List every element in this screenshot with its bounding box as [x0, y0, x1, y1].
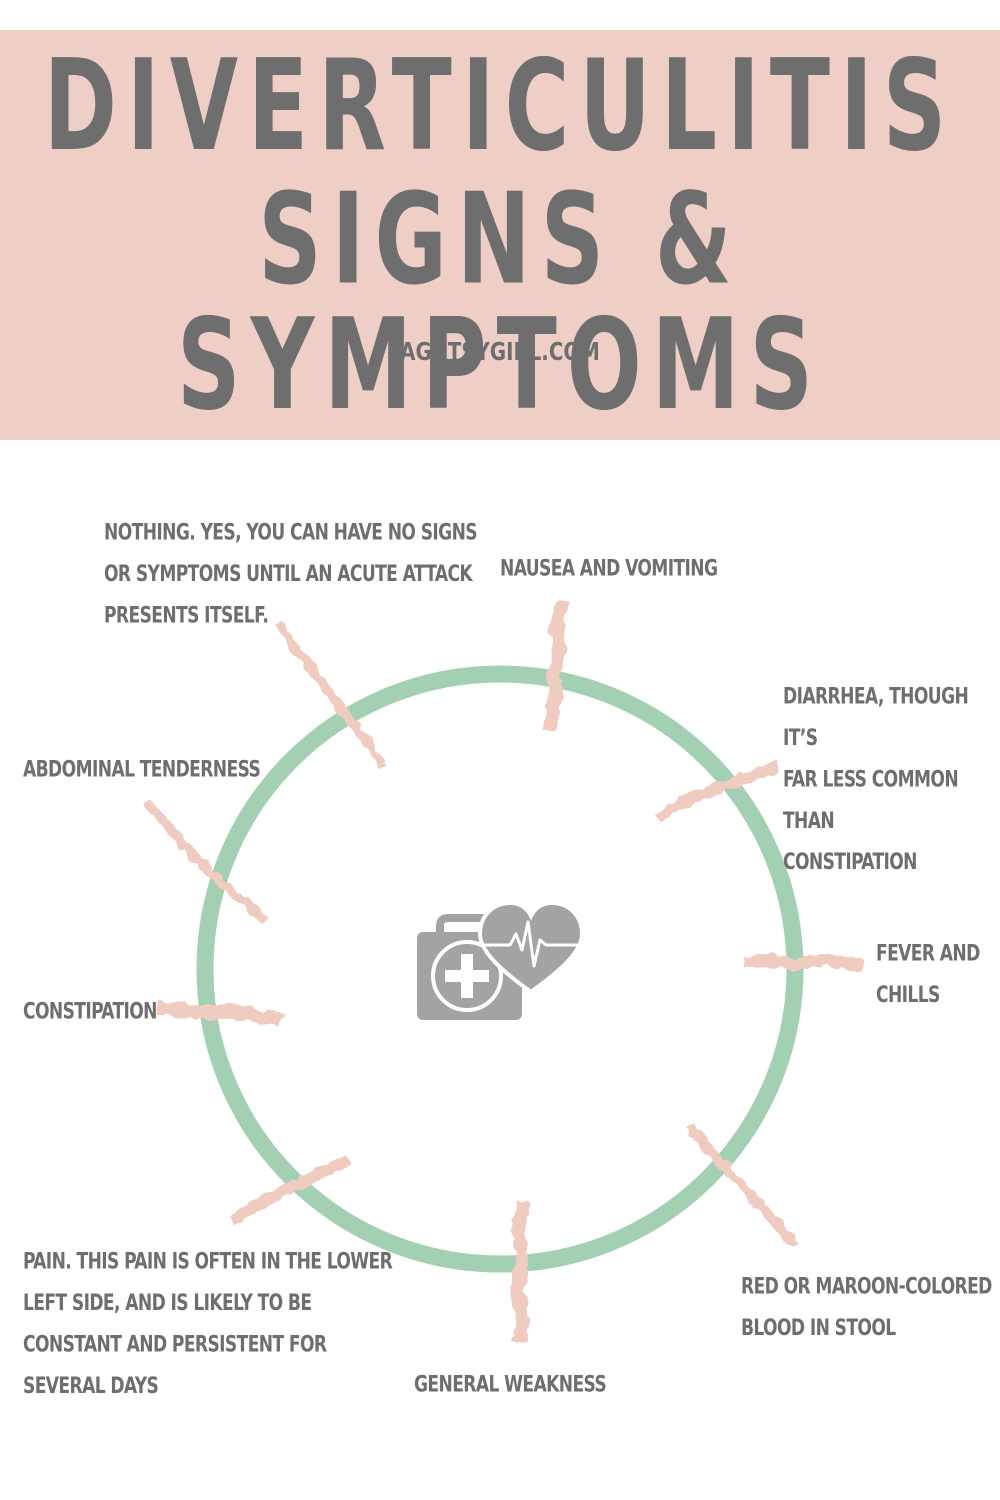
symptom-abdominal-tenderness: ABDOMINAL TENDERNESS — [23, 757, 261, 783]
crack-pain — [228, 1156, 351, 1225]
symptom-pain: PAIN. THIS PAIN IS OFTEN IN THE LOWER LE… — [23, 1249, 393, 1399]
site-url: AGUTSYGIRL.COM — [400, 338, 600, 367]
symptom-nausea: NAUSEA AND VOMITING — [500, 556, 718, 582]
crack-weakness — [510, 1200, 530, 1342]
crack-constipation — [157, 1000, 283, 1027]
page-title-line-1: DIVERTICULITIS — [43, 34, 957, 180]
symptom-blood-in-stool: RED OR MAROON-COLORED BLOOD IN STOOL — [741, 1274, 992, 1341]
crack-blood — [684, 1120, 799, 1248]
crack-diarrhea — [655, 760, 779, 822]
header-banner — [0, 30, 1000, 440]
crack-nothing — [275, 622, 387, 770]
symptom-constipation: CONSTIPATION — [23, 999, 157, 1025]
symptom-fever: FEVER AND CHILLS — [876, 941, 980, 1008]
symptom-nothing: NOTHING. YES, YOU CAN HAVE NO SIGNS OR S… — [104, 520, 478, 629]
crack-abdominal — [143, 800, 268, 924]
crack-nausea — [542, 600, 569, 732]
symptom-general-weakness: GENERAL WEAKNESS — [414, 1372, 607, 1398]
page-title-line-2: SIGNS & SYMPTOMS — [176, 167, 824, 439]
symptom-diarrhea: DIARRHEA, THOUGH IT’S FAR LESS COMMON TH… — [783, 684, 969, 875]
crack-fever — [744, 953, 862, 973]
medical-kit-heart-ecg-icon — [417, 900, 585, 1020]
